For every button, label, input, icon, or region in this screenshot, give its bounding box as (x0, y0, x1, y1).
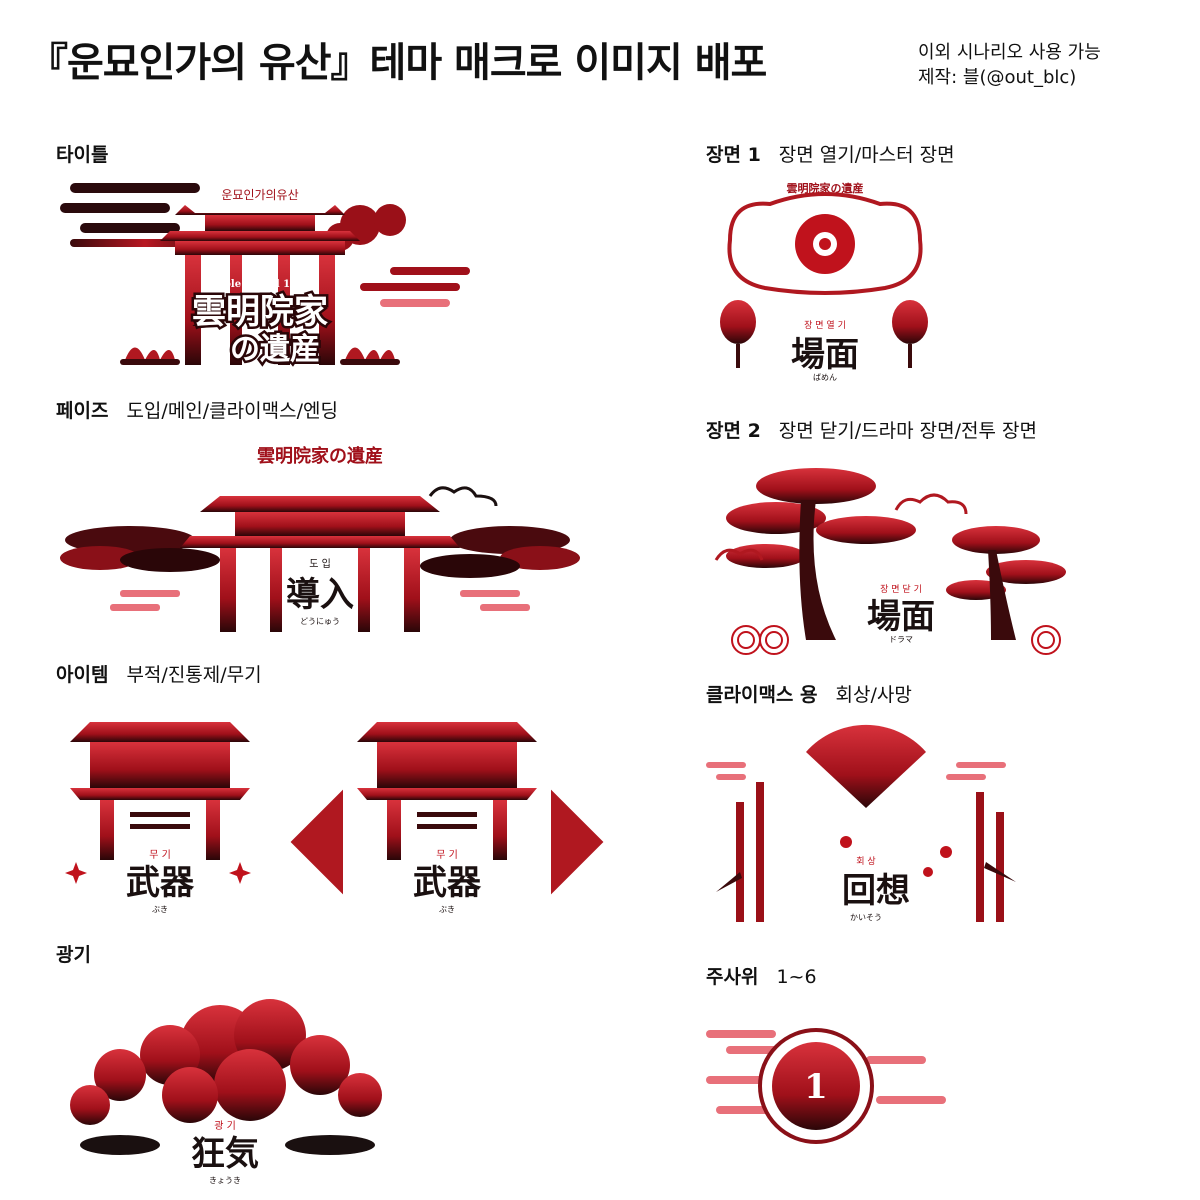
sword-icon (130, 812, 190, 829)
phase-art-main-text: 導入 (286, 575, 354, 615)
scene1-art-main-text: 場面 (791, 335, 859, 375)
scene1-macro-image: 雲明院家の遺産 장 면 열 기 場面 ばめん (720, 181, 928, 382)
dice-macro-image: 1 (706, 1028, 946, 1144)
credit-line-author: 제작: 블(@out_blc) (918, 67, 1077, 88)
dice-value-text: 1 (804, 1067, 828, 1107)
folding-fan-icon (806, 724, 926, 808)
bamboo-right-icon (976, 792, 1016, 922)
title-art-subtitle: Role & Roll 160 (216, 279, 304, 290)
climax-art-ko-text: 회 상 (856, 856, 875, 867)
sparkle-icon (229, 862, 251, 884)
phase-art-ko-text: 도 입 (309, 557, 331, 570)
section-madness-label: 광기 (56, 944, 91, 966)
item-macro-image-1: 무 기 武器 ぶき (65, 722, 251, 914)
scene1-art-ko-text: 장 면 열 기 (804, 320, 846, 331)
cloud-outline-icon (714, 493, 968, 561)
page-title: 『운묘인가의 유산』테마 매크로 이미지 배포 (28, 40, 767, 86)
scene2-art-kana: ドラマ (889, 635, 913, 644)
wave-circles-icon (731, 625, 1061, 655)
madness-macro-image: 광 기 狂気 きょうき (70, 999, 382, 1185)
credit-line-usage: 이외 시나리오 사용 가능 (918, 42, 1101, 63)
climax-art-kana: かいそう (850, 913, 882, 922)
item-art-kana: ぶき (439, 905, 455, 914)
cloud-stripes-right (360, 267, 470, 307)
madness-art-kana: きょうき (209, 1176, 241, 1185)
wave-pattern-right (551, 789, 604, 895)
cloud-pink-left (110, 590, 180, 611)
scene2-art-main-text: 場面 (867, 597, 935, 637)
lotus-right (340, 347, 400, 365)
section-title-label: 타이틀 (56, 144, 109, 166)
credit-block: 이외 시나리오 사용 가능 제작: 블(@out_blc) (918, 40, 1101, 90)
climax-art-main-text: 回想 (842, 871, 910, 911)
storm-cloud-large (70, 999, 382, 1125)
lantern-left-icon (720, 300, 756, 368)
item-art-main-text: 武器 (126, 863, 195, 903)
phase-art-kana: どうにゅう (300, 617, 340, 626)
cloud-band-left (60, 526, 220, 572)
scene2-macro-image: 장 면 닫 기 場面 ドラマ (714, 468, 1066, 655)
phase-gate (180, 496, 460, 632)
item-gate-2 (357, 722, 537, 860)
cloud-pink-right (460, 590, 530, 611)
pine-tree-right (946, 526, 1066, 640)
plum-blossom-icon (840, 836, 952, 877)
cloud-swirls-bottom (80, 1135, 375, 1155)
scene2-art-ko-text: 장 면 닫 기 (880, 583, 922, 595)
pine-tree-left (726, 468, 916, 640)
gate-structure (160, 205, 360, 365)
item-gate (70, 722, 250, 860)
title-art-main-text: 雲明院家 (192, 292, 328, 332)
madness-art-ko-text: 광 기 (214, 1120, 236, 1132)
scene1-art-kana: ばめん (813, 373, 837, 382)
title-macro-image: 운묘인가의유산 Role & Roll 160 雲明院家 の遺産 (60, 183, 470, 370)
madness-art-main-text: 狂気 (191, 1134, 259, 1174)
item-art-ko-text: 무 기 (436, 849, 458, 861)
scene1-art-arc-text: 雲明院家の遺産 (787, 181, 864, 195)
lotus-left (120, 347, 180, 365)
sword-icon (417, 812, 477, 829)
item-art-ko-text: 무 기 (149, 849, 171, 861)
cloud-stripes (706, 762, 1006, 780)
bamboo-left-icon (716, 782, 764, 922)
climax-macro-image: 회 상 回想 かいそう (706, 724, 1016, 922)
item-macro-image-2: 무 기 武器 ぶき (290, 722, 604, 914)
peony-flower-icon (795, 214, 855, 274)
item-art-main-text: 武器 (413, 863, 482, 903)
phase-macro-image: 雲明院家の遺産 도 입 導入 どうにゅう (60, 445, 580, 632)
phase-art-arc-text: 雲明院家の遺産 (257, 445, 383, 467)
cloud-band-right (420, 526, 580, 578)
cloud-outline-right (428, 486, 498, 507)
title-art-main-text-2: の遺産 (230, 332, 320, 367)
title-art-top-text: 운묘인가의유산 (221, 188, 298, 202)
dice-face-1 (758, 1028, 874, 1144)
wave-pattern-left (290, 789, 343, 895)
ornament-frame (727, 192, 923, 295)
sparkle-icon (65, 862, 87, 884)
lantern-right-icon (892, 300, 928, 368)
item-art-kana: ぶき (152, 905, 168, 914)
cloud-stripes-left (60, 183, 220, 247)
